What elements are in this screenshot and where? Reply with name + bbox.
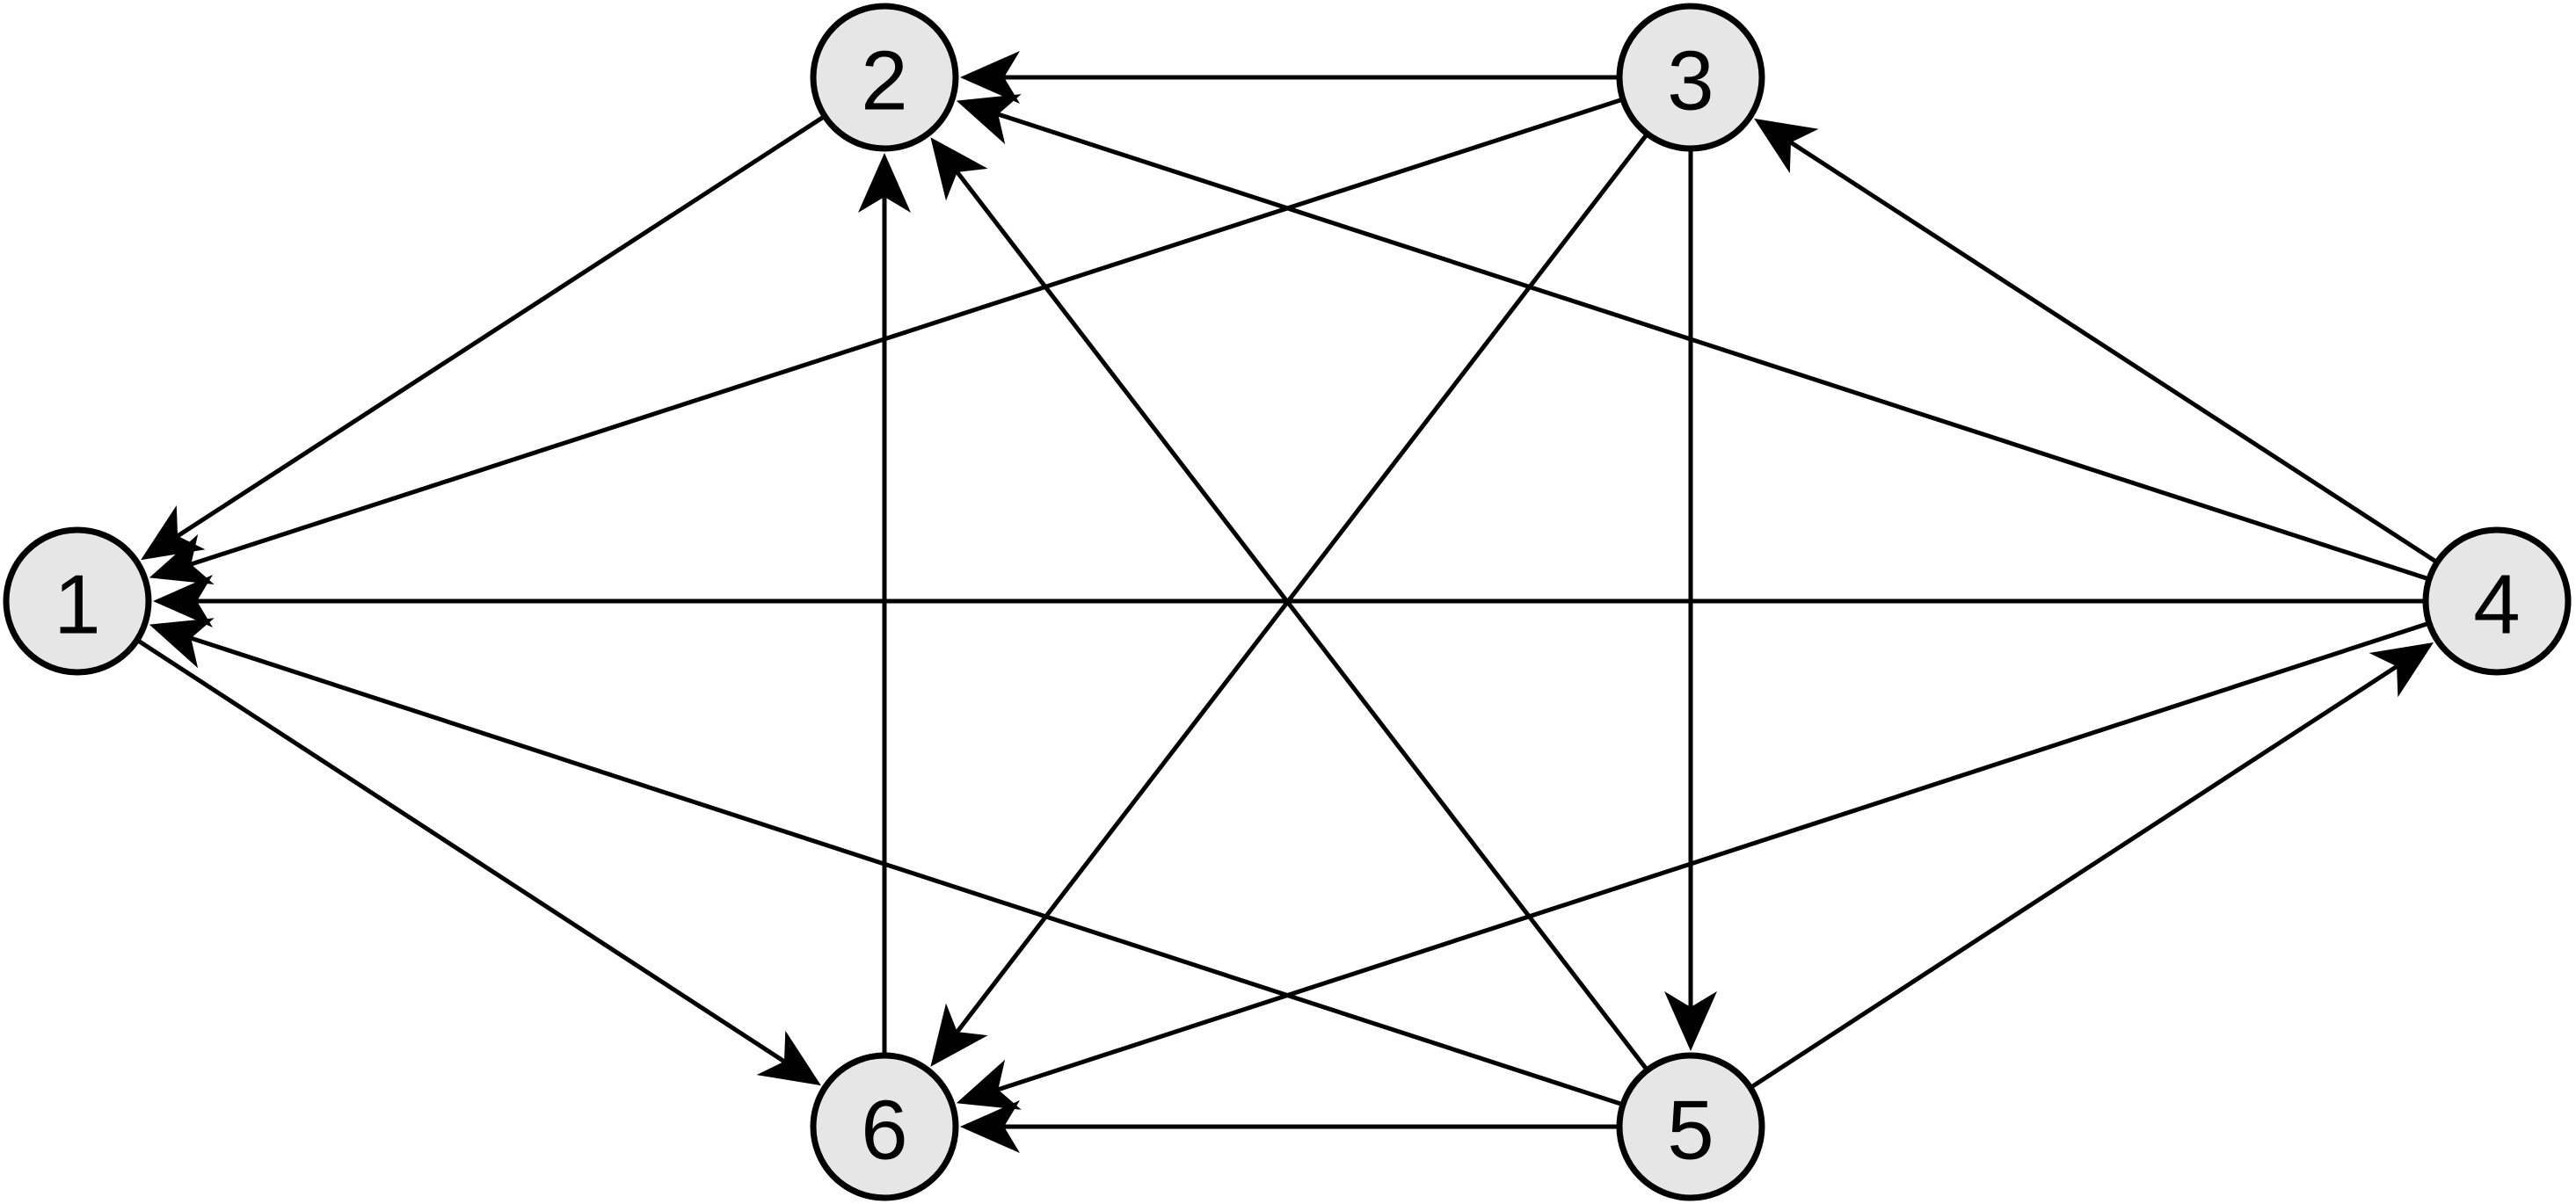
arrowhead-icon [153,575,213,627]
edges-layer [135,51,2439,1153]
nodes-layer: 1 2 3 4 5 6 [3,3,2572,1201]
node-circle [3,526,152,676]
edge-line [1789,141,2439,564]
arrowhead-icon [756,1030,821,1086]
edge-4-to-6 [956,620,2430,1110]
arrowhead-icon [1754,118,1819,174]
edge-line [190,635,1624,1107]
edge-3-to-1 [149,97,1624,584]
arrowhead-icon [960,1100,1020,1153]
arrowhead-icon [956,94,1022,145]
edge-4-to-3 [1754,118,2439,564]
edge-2-to-1 [141,114,826,561]
edge-3-to-2 [960,51,1619,104]
node-label: 6 [861,1084,907,1178]
arrowhead-icon [141,505,206,561]
edge-line [135,638,786,1063]
node-label: 4 [2473,558,2520,652]
edge-line [1749,664,2398,1090]
arrowhead-icon [960,51,1020,104]
edge-5-to-1 [149,618,1624,1107]
node-label: 5 [1667,1084,1714,1178]
node-2: 2 [810,3,959,152]
node-circle [810,1052,959,1201]
node-circle [1616,3,1765,152]
node-1: 1 [3,526,152,676]
arrowhead-icon [930,137,988,201]
node-circle [2422,526,2572,676]
node-label: 3 [1667,34,1714,128]
node-circle [810,3,959,152]
arrowhead-icon [1664,991,1717,1051]
edge-5-to-6 [960,1100,1619,1153]
node-3: 3 [1616,3,1765,152]
edge-line [176,114,826,538]
node-4: 4 [2422,526,2572,676]
edge-line [190,97,1624,567]
edge-6-to-2 [858,153,911,1055]
edge-line [955,132,1649,1034]
edge-3-to-6 [930,132,1649,1067]
node-label: 1 [54,558,100,652]
arrowhead-icon [2369,642,2434,698]
node-circle [1616,1052,1765,1201]
edge-4-to-1 [153,575,2426,627]
node-6: 6 [810,1052,959,1201]
edge-line [955,170,1649,1072]
arrowhead-icon [149,618,215,669]
arrowhead-icon [858,153,911,213]
edge-line [997,112,2430,582]
node-5: 5 [1616,1052,1765,1201]
edge-4-to-2 [956,94,2430,582]
edge-5-to-2 [930,137,1649,1072]
arrowhead-icon [930,1003,988,1067]
edge-5-to-4 [1749,642,2434,1090]
edge-1-to-6 [135,638,821,1086]
node-label: 2 [861,34,907,128]
arrowhead-icon [149,533,215,584]
arrowhead-icon [956,1059,1022,1110]
edge-line [997,620,2430,1092]
